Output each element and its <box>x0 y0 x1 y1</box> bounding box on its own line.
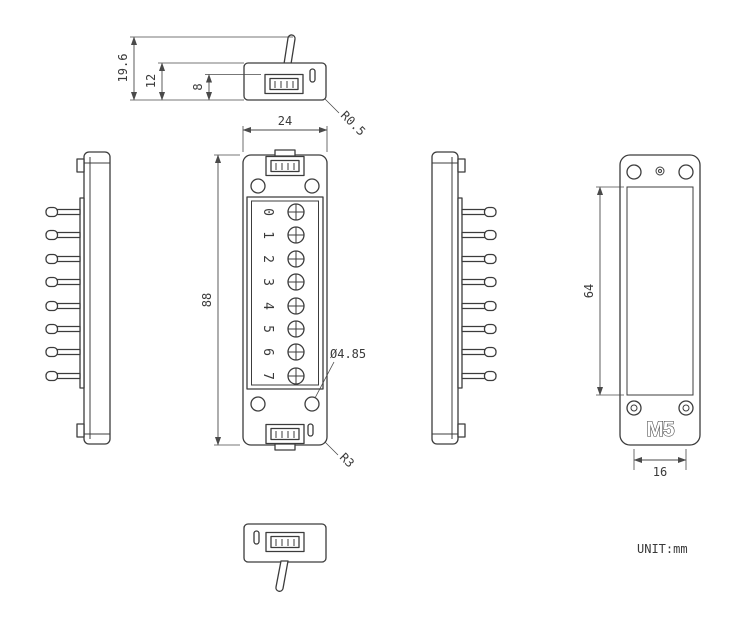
screw-terminal-icon <box>287 367 305 385</box>
terminal-rows: 0 1 2 3 4 5 6 7 <box>260 203 305 385</box>
fillet-label-r3: R3 <box>337 450 357 470</box>
back-body <box>619 154 701 446</box>
mount-hole-bottom-right <box>304 396 320 412</box>
terminal-pin-icon <box>45 370 81 382</box>
terminal-pin-icon <box>461 370 497 382</box>
terminal-pin-icon <box>461 323 497 335</box>
terminal-pin-icon <box>461 346 497 358</box>
terminal-block-inner <box>251 200 319 386</box>
small-hole <box>655 166 665 176</box>
dim-label-64: 64 <box>582 284 596 298</box>
terminal-label-3: 3 <box>260 278 275 286</box>
side-slot <box>253 530 260 545</box>
front-view: 0 1 2 3 4 5 6 7 <box>242 149 328 451</box>
terminal-pin-icon <box>461 229 497 241</box>
dim-back-panel-height: 64 <box>582 186 624 396</box>
mount-hole <box>626 400 642 416</box>
top-connector-tab <box>274 149 296 157</box>
mount-hole-top-right <box>304 178 320 194</box>
back-panel <box>626 186 694 396</box>
dim-hole-spacing: 16 <box>633 449 687 479</box>
grove-connector-side <box>76 158 85 173</box>
small-hole <box>658 169 662 173</box>
mount-hole-top-left <box>250 178 266 194</box>
mount-hole <box>626 164 642 180</box>
side-slot <box>309 68 316 83</box>
callout-hole-diameter: Ø4.85 <box>314 347 366 399</box>
grove-connector-side <box>76 423 85 438</box>
mount-hole-inner <box>630 404 638 412</box>
grove-connector-side <box>457 158 466 173</box>
screw-terminal-icon <box>287 226 305 244</box>
screw-terminal-icon <box>287 250 305 268</box>
screw-terminal-icon <box>287 343 305 361</box>
screw-terminal-icon <box>287 320 305 338</box>
terminal-strip-side <box>79 197 85 389</box>
terminal-label-6: 6 <box>260 348 275 356</box>
terminal-pin-icon <box>461 276 497 288</box>
terminal-label-2: 2 <box>260 255 275 263</box>
callout-r05: R0.5 <box>324 98 368 139</box>
back-view: M5 <box>619 154 701 446</box>
dim-label-19-6: 19.6 <box>116 54 130 83</box>
dim-label-24: 24 <box>278 114 292 128</box>
terminal-pin-icon <box>45 323 81 335</box>
dim-label-8: 8 <box>191 83 205 90</box>
screw-terminal-icon <box>287 297 305 315</box>
dim-body-thickness: 12 <box>144 62 244 101</box>
side-slot <box>307 423 314 437</box>
m5-logo: M5 <box>646 418 674 441</box>
terminal-pin-icon <box>461 300 497 312</box>
terminal-pin-icon <box>45 276 81 288</box>
terminal-label-4: 4 <box>260 302 275 310</box>
terminal-label-0: 0 <box>260 208 275 216</box>
side-body <box>431 151 459 445</box>
screw-terminal-icon <box>287 203 305 221</box>
unit-note: UNIT:mm <box>637 542 688 556</box>
terminal-pin-icon <box>45 346 81 358</box>
grove-connector-icon <box>265 531 305 553</box>
hole-diameter-label: Ø4.85 <box>330 347 366 361</box>
dim-total-height: 19.6 <box>116 36 293 101</box>
terminal-label-5: 5 <box>260 325 275 333</box>
grove-connector-icon <box>265 423 305 445</box>
terminal-pin-icon <box>45 206 81 218</box>
terminal-block <box>246 196 324 390</box>
mount-hole-inner <box>682 404 690 412</box>
dim-label-88: 88 <box>200 293 214 307</box>
terminal-label-1: 1 <box>260 231 275 239</box>
side-body <box>83 151 111 445</box>
mount-hole <box>678 400 694 416</box>
terminal-pin-icon <box>45 300 81 312</box>
terminal-pin-icon <box>45 229 81 241</box>
grove-connector-side <box>457 423 466 438</box>
callout-r3: R3 <box>324 441 357 470</box>
dim-connector-height: 8 <box>191 74 261 101</box>
left-side-view <box>45 151 111 445</box>
mount-hole <box>678 164 694 180</box>
right-side-view <box>431 151 497 445</box>
toggle-switch-lever <box>275 560 289 592</box>
bottom-view <box>243 523 327 592</box>
terminal-pin-icon <box>461 253 497 265</box>
mount-hole-bottom-left <box>250 396 266 412</box>
dim-label-12: 12 <box>144 74 158 88</box>
bottom-connector-tab <box>274 443 296 451</box>
terminal-pin-icon <box>45 253 81 265</box>
grove-connector-icon <box>264 73 304 95</box>
dim-label-16: 16 <box>653 465 667 479</box>
fillet-label-r05: R0.5 <box>338 108 368 138</box>
dim-height: 88 <box>200 154 240 446</box>
dim-width: 24 <box>242 114 328 152</box>
top-view <box>243 34 327 101</box>
terminal-strip-side <box>457 197 463 389</box>
grove-connector-icon <box>265 155 305 177</box>
screw-terminal-icon <box>287 273 305 291</box>
terminal-pin-icon <box>461 206 497 218</box>
terminal-label-7: 7 <box>260 372 275 380</box>
toggle-switch-lever <box>283 34 296 65</box>
